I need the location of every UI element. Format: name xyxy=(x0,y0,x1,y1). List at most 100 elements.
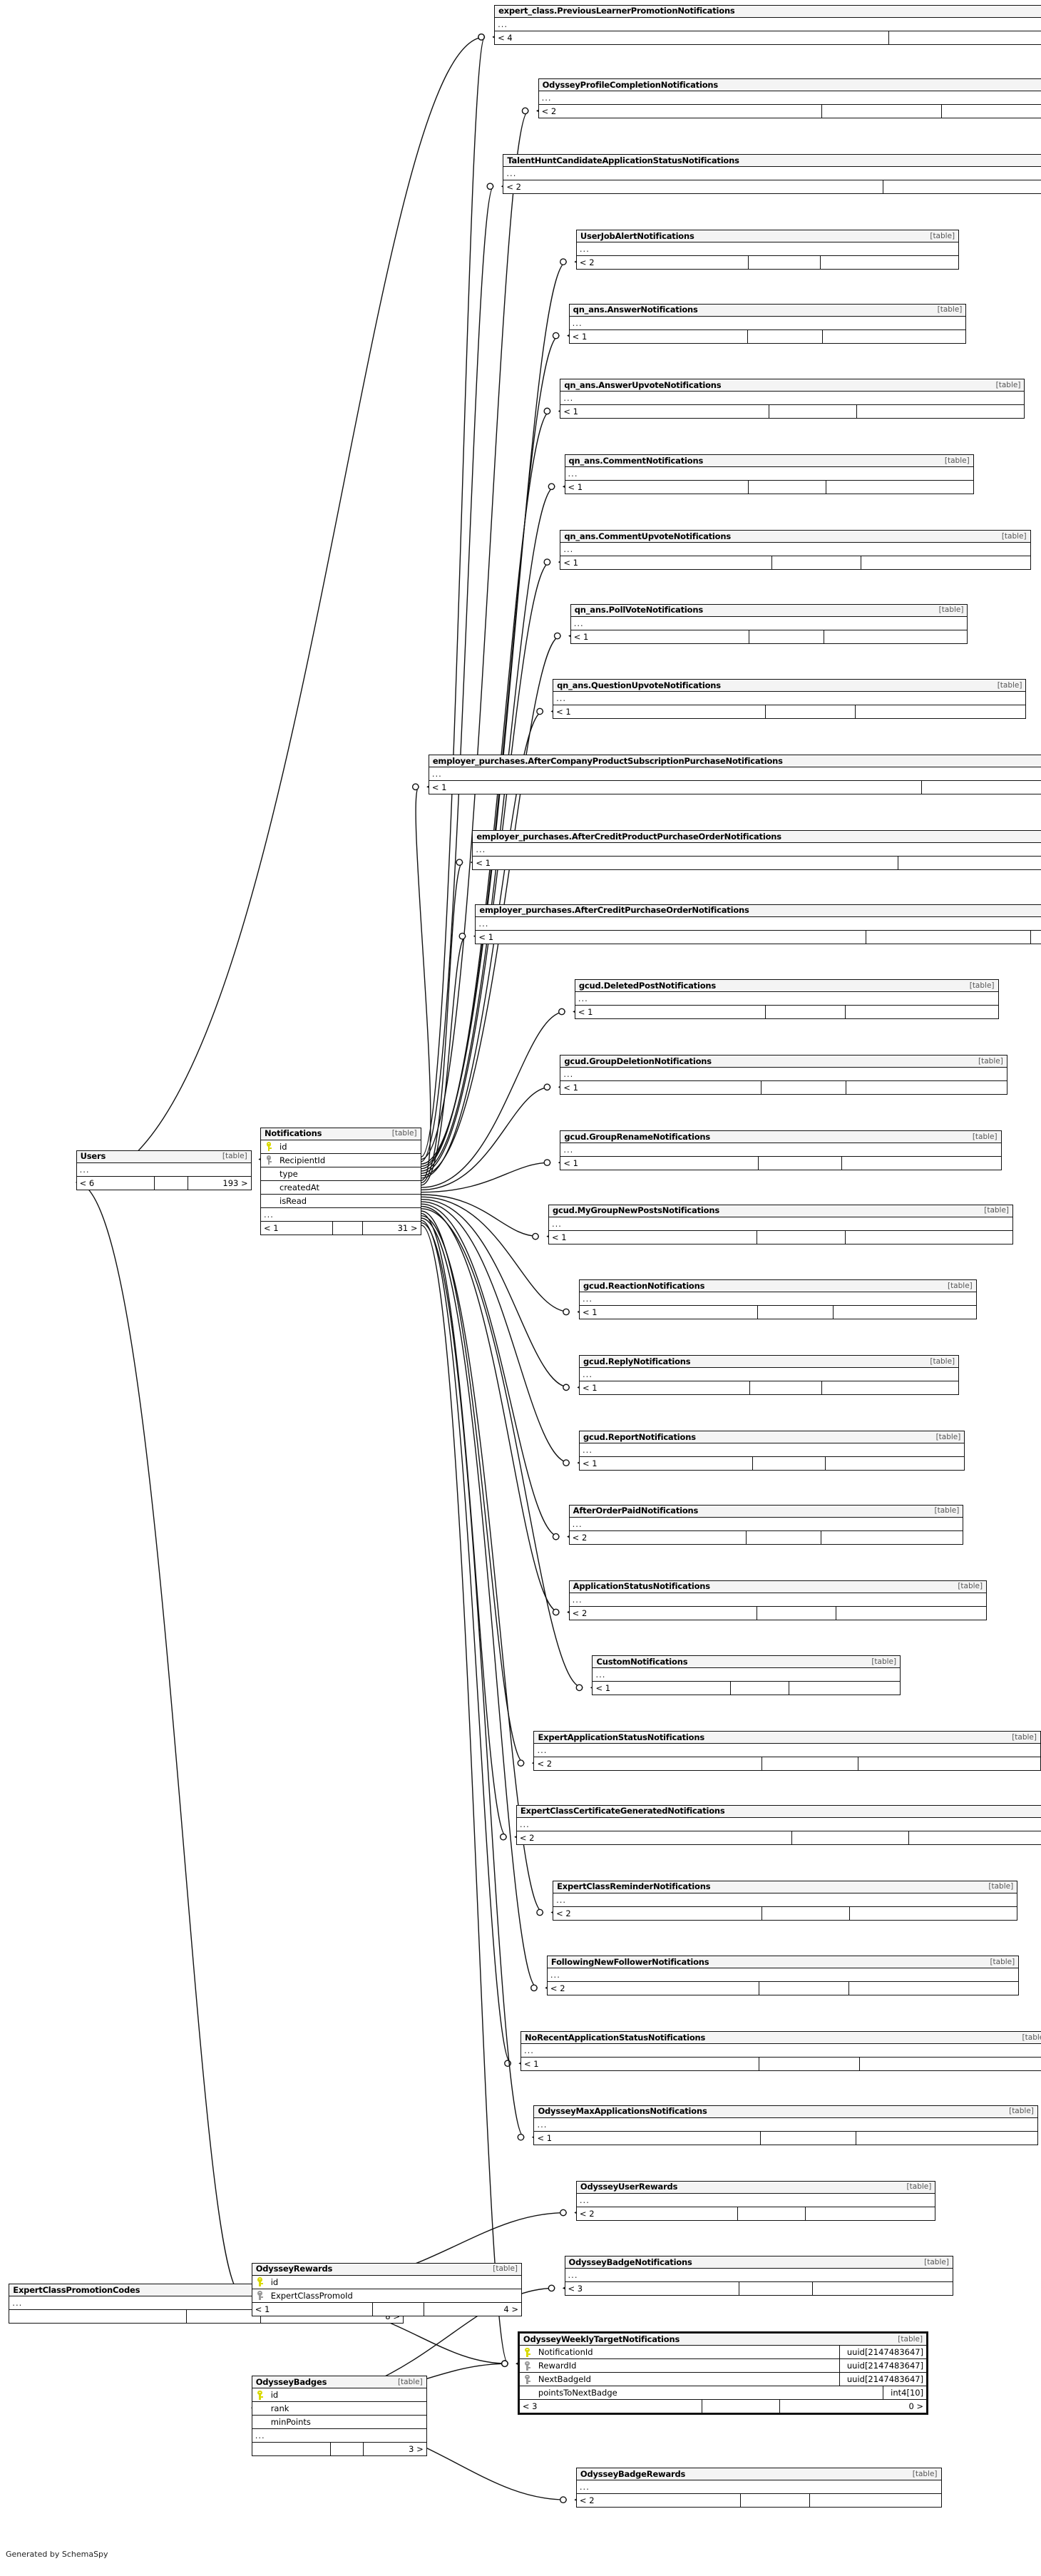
table-node-odyssey_max_applications[interactable]: OdysseyMaxApplicationsNotifications [tabl… xyxy=(533,2105,1038,2145)
table-type-tag: [table] xyxy=(397,2377,423,2386)
footer-cell-1 xyxy=(739,2282,814,2296)
footer-cell-0: < 1 xyxy=(575,1006,766,1019)
cardinality-zero-marker xyxy=(478,34,485,41)
table-node-ep_company_product_sub[interactable]: employer_purchases.AfterCompanyProductSu… xyxy=(428,755,1041,795)
cardinality-zero-marker xyxy=(521,107,529,115)
table-header: qn_ans.AnswerNotifications[table] xyxy=(569,304,966,317)
table-name: qn_ans.CommentNotifications xyxy=(568,455,704,466)
table-node-qn_comment_upvote[interactable]: qn_ans.CommentUpvoteNotifications[table]… xyxy=(560,530,1031,571)
table-header: expert_class.PreviousLearnerPromotionNot… xyxy=(495,5,1041,18)
collapsed-columns-ellipsis: ... xyxy=(261,1208,421,1222)
table-node-gcud_mygroup_newposts[interactable]: gcud.MyGroupNewPostsNotifications[table]… xyxy=(548,1204,1014,1244)
relationship-edge xyxy=(421,185,495,1162)
table-node-qn_answer[interactable]: qn_ans.AnswerNotifications[table]...< 1 xyxy=(568,303,967,344)
table-node-odyssey_badge_rewards[interactable]: OdysseyBadgeRewards[table]...< 2 xyxy=(575,2468,942,2508)
column-name: isRead xyxy=(280,1195,307,1206)
column-type: uuid[2147483647] xyxy=(839,2373,926,2386)
table-node-after_order_paid[interactable]: AfterOrderPaidNotifications[table]...< 2 xyxy=(568,1504,964,1545)
column-row[interactable]: type xyxy=(261,1167,421,1181)
table-node-talent_hunt_candidate[interactable]: TalentHuntCandidateApplicationStatusNoti… xyxy=(503,154,1041,195)
table-node-qn_pollvote[interactable]: qn_ans.PollVoteNotifications[table]...< … xyxy=(570,603,968,644)
table-node-previous_learner_promotion[interactable]: expert_class.PreviousLearnerPromotionNot… xyxy=(494,4,1041,45)
table-name: OdysseyBadges xyxy=(255,2376,327,2387)
table-node-custom_notifications[interactable]: CustomNotifications[table]...< 1 xyxy=(592,1655,901,1696)
column-name: pointsToNextBadge xyxy=(538,2388,617,2398)
footer-cell-2 xyxy=(821,256,958,269)
column-row[interactable]: isRead xyxy=(261,1195,421,1208)
table-type-tag: [table] xyxy=(938,605,964,615)
column-row[interactable]: RecipientId xyxy=(261,1154,421,1167)
table-node-ep_credit_product_order[interactable]: employer_purchases.AfterCreditProductPur… xyxy=(472,830,1041,871)
table-node-expert_class_certificate[interactable]: ExpertClassCertificateGeneratedNotificat… xyxy=(516,1804,1041,1845)
column-row[interactable]: ExpertClassPromoId xyxy=(252,2289,522,2303)
table-type-tag: [table] xyxy=(969,981,995,990)
table-node-ep_credit_purchase_order[interactable]: employer_purchases.AfterCreditPurchaseOr… xyxy=(475,904,1041,944)
table-node-gcud_report[interactable]: gcud.ReportNotifications[table]...< 1 xyxy=(579,1431,965,1471)
table-node-odyssey_weekly_target[interactable]: OdysseyWeeklyTargetNotifications[table]N… xyxy=(517,2331,929,2416)
column-row[interactable]: rank xyxy=(252,2402,426,2416)
footer-cell-1 xyxy=(759,1982,849,1995)
table-name: Notifications xyxy=(265,1128,322,1139)
foreign-key-icon xyxy=(266,1155,272,1165)
cardinality-zero-marker xyxy=(478,34,485,41)
footer-cell-0: < 1 xyxy=(252,2302,374,2316)
column-row[interactable]: id xyxy=(252,2276,522,2289)
footer-cell-1 xyxy=(749,630,825,643)
table-node-gcud_reply[interactable]: gcud.ReplyNotifications[table]...< 1 xyxy=(579,1355,960,1396)
footer-cell-1 xyxy=(333,1221,364,1235)
table-node-expert_application_status[interactable]: ExpertApplicationStatusNotifications[tab… xyxy=(533,1731,1041,1772)
footer-cell-1 xyxy=(762,1906,851,1920)
table-node-qn_answer_upvote[interactable]: qn_ans.AnswerUpvoteNotifications[table].… xyxy=(560,379,1025,419)
table-node-no_recent_application[interactable]: NoRecentApplicationStatusNotifications[t… xyxy=(520,2031,1041,2072)
footer-cell-1 xyxy=(749,481,826,494)
table-node-odyssey_profile_completion[interactable]: OdysseyProfileCompletionNotifications[ta… xyxy=(538,78,1041,119)
footer-cell-0: < 2 xyxy=(534,1757,762,1771)
table-node-qn_comment[interactable]: qn_ans.CommentNotifications[table]...< 1 xyxy=(564,454,974,495)
table-node-following_new_follower[interactable]: FollowingNewFollowerNotifications[table]… xyxy=(546,1956,1020,1996)
column-row[interactable]: id xyxy=(261,1140,421,1154)
footer-cell-0: < 2 xyxy=(577,2207,738,2220)
table-node-user_job_alert[interactable]: UserJobAlertNotifications[table]...< 2 xyxy=(575,230,960,270)
table-name: ExpertApplicationStatusNotifications xyxy=(538,1732,705,1742)
table-node-qn_question_upvote[interactable]: qn_ans.QuestionUpvoteNotifications[table… xyxy=(553,679,1027,720)
cardinality-zero-marker xyxy=(575,1684,583,1692)
table-type-tag: [table] xyxy=(912,2469,938,2478)
table-node-gcud_reaction[interactable]: gcud.ReactionNotifications[table]...< 1 xyxy=(579,1279,977,1320)
table-node-odyssey_badge_notifications[interactable]: OdysseyBadgeNotifications[table]...< 3 xyxy=(564,2256,953,2296)
table-node-odyssey_user_rewards[interactable]: OdysseyUserRewards[table]...< 2 xyxy=(575,2180,936,2221)
table-node-expert_class_reminder[interactable]: ExpertClassReminderNotifications[table].… xyxy=(553,1880,1018,1921)
collapsed-columns-ellipsis: ... xyxy=(576,2480,941,2495)
footer-cell-1 xyxy=(738,2207,806,2220)
table-type-tag: [table] xyxy=(1009,2107,1034,2116)
table-header: gcud.ReplyNotifications[table] xyxy=(580,1356,959,1369)
collapsed-columns-ellipsis: ... xyxy=(560,543,1030,557)
collapsed-columns-ellipsis: ... xyxy=(569,317,966,330)
table-node-gcud_group_deletion[interactable]: gcud.GroupDeletionNotifications[table]..… xyxy=(560,1055,1007,1095)
footer-cell-1 xyxy=(769,405,858,419)
footer-cell-2 xyxy=(846,1231,1012,1244)
footer-cell-0: < 2 xyxy=(577,256,749,270)
footer-cell-2: 193 > xyxy=(222,1177,248,1188)
footer-cell-1 xyxy=(762,1757,858,1771)
table-node-gcud_deleted_post[interactable]: gcud.DeletedPostNotifications[table]...<… xyxy=(574,979,999,1020)
cardinality-zero-marker xyxy=(552,1608,560,1616)
footer-cell-1 xyxy=(766,1006,846,1019)
table-node-application_status[interactable]: ApplicationStatusNotifications[table]...… xyxy=(568,1580,988,1620)
table-node-gcud_group_rename[interactable]: gcud.GroupRenameNotifications[table]...<… xyxy=(560,1130,1002,1171)
table-header: AfterOrderPaidNotifications[table] xyxy=(569,1505,963,1518)
column-row[interactable]: id xyxy=(252,2388,426,2403)
table-name: OdysseyMaxApplicationsNotifications xyxy=(538,2106,707,2117)
column-row[interactable]: minPoints xyxy=(252,2416,426,2430)
footer-cell-1 xyxy=(187,2310,262,2324)
cardinality-zero-marker xyxy=(499,1833,507,1841)
table-header: employer_purchases.AfterCompanyProductSu… xyxy=(429,755,1041,768)
column-row[interactable]: createdAt xyxy=(261,1181,421,1195)
